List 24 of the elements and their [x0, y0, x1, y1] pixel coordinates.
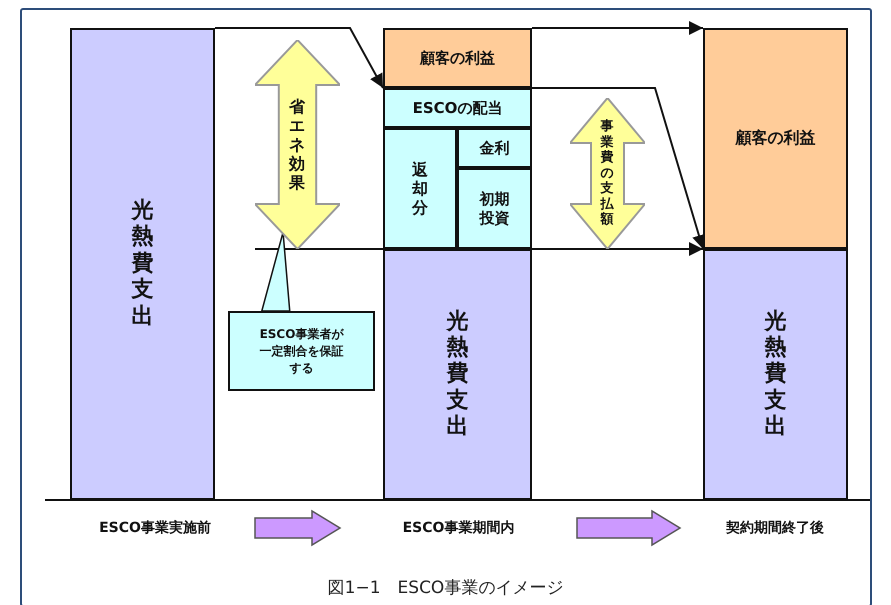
double-arrow	[255, 40, 340, 249]
interest-segment: 金利	[457, 128, 532, 168]
stage-label: ESCO事業実施前	[55, 513, 255, 543]
stage-label: ESCO事業期間内	[340, 513, 577, 543]
arrow-label: 省エネ効果	[289, 96, 306, 192]
dividend-segment: ESCOの配当	[383, 88, 532, 128]
block-arrow	[254, 510, 342, 546]
arrow	[532, 242, 703, 256]
expense-bar: 光熱費支出	[383, 249, 532, 500]
callout-box: ESCO事業者が一定割合を保証する	[228, 311, 375, 391]
arrow	[215, 27, 384, 88]
benefit-segment: 顧客の利益	[703, 28, 848, 249]
arrow	[532, 21, 703, 35]
double-arrow	[570, 98, 645, 249]
arrow-label: 事業費の支払額	[600, 118, 614, 228]
expense-bar: 光熱費支出	[703, 249, 848, 500]
repayment-segment: 返却分	[383, 128, 457, 249]
expense-bar: 光熱費支出	[70, 28, 215, 500]
callout-pointer	[260, 232, 291, 312]
stage-label: 契約期間終了後	[680, 513, 870, 543]
investment-segment: 初期投資	[457, 168, 532, 249]
caption: 図1−1 ESCO事業のイメージ	[326, 577, 564, 599]
benefit-segment: 顧客の利益	[383, 28, 532, 88]
block-arrow	[576, 510, 682, 546]
